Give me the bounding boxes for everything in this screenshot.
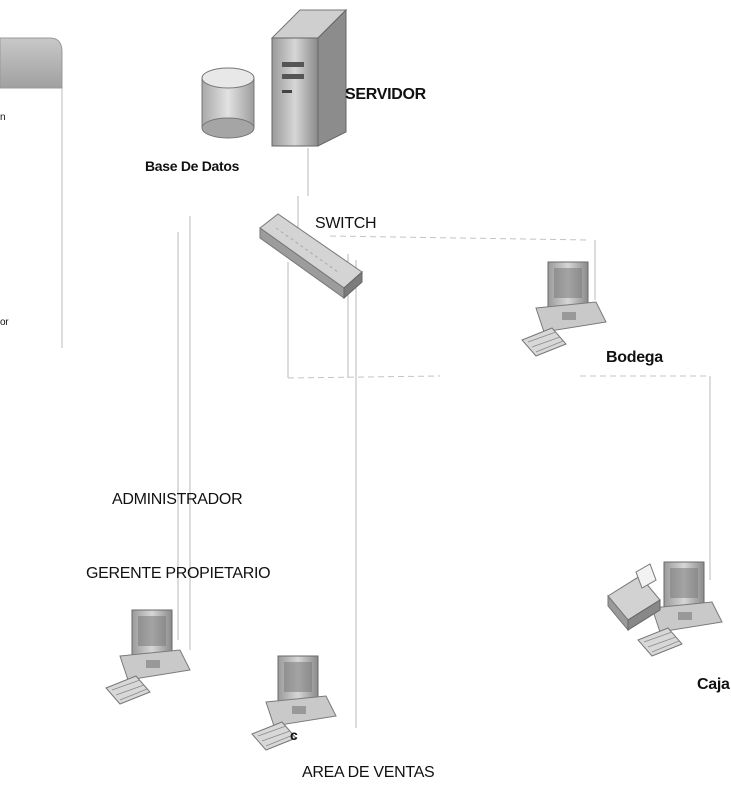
bodega-label: Bodega [606, 349, 663, 366]
database-label: Base De Datos [145, 158, 240, 174]
database-cylinder-icon [201, 67, 255, 139]
administrador-label: ADMINISTRADOR [112, 491, 243, 508]
server-label: SERVIDOR [345, 86, 426, 103]
ventas-label: AREA DE VENTAS [302, 764, 435, 781]
left-panel-fragment: n [0, 112, 6, 123]
switch-label: SWITCH [315, 215, 377, 232]
network-cables [177, 148, 711, 728]
network-switch-icon [259, 213, 363, 300]
printer-icon [607, 563, 661, 632]
gerente-label: GERENTE PROPIETARIO [86, 565, 271, 582]
ventas-sublabel: c [290, 727, 298, 743]
server-tower-icon [270, 8, 348, 147]
left-panel [0, 37, 63, 348]
caja-label: Caja [697, 676, 730, 693]
desktop-computer-icon [521, 261, 607, 357]
desktop-computer-with-printer-icon [607, 561, 723, 657]
left-panel-fragment: or [0, 317, 9, 328]
desktop-computer-icon [105, 609, 191, 705]
